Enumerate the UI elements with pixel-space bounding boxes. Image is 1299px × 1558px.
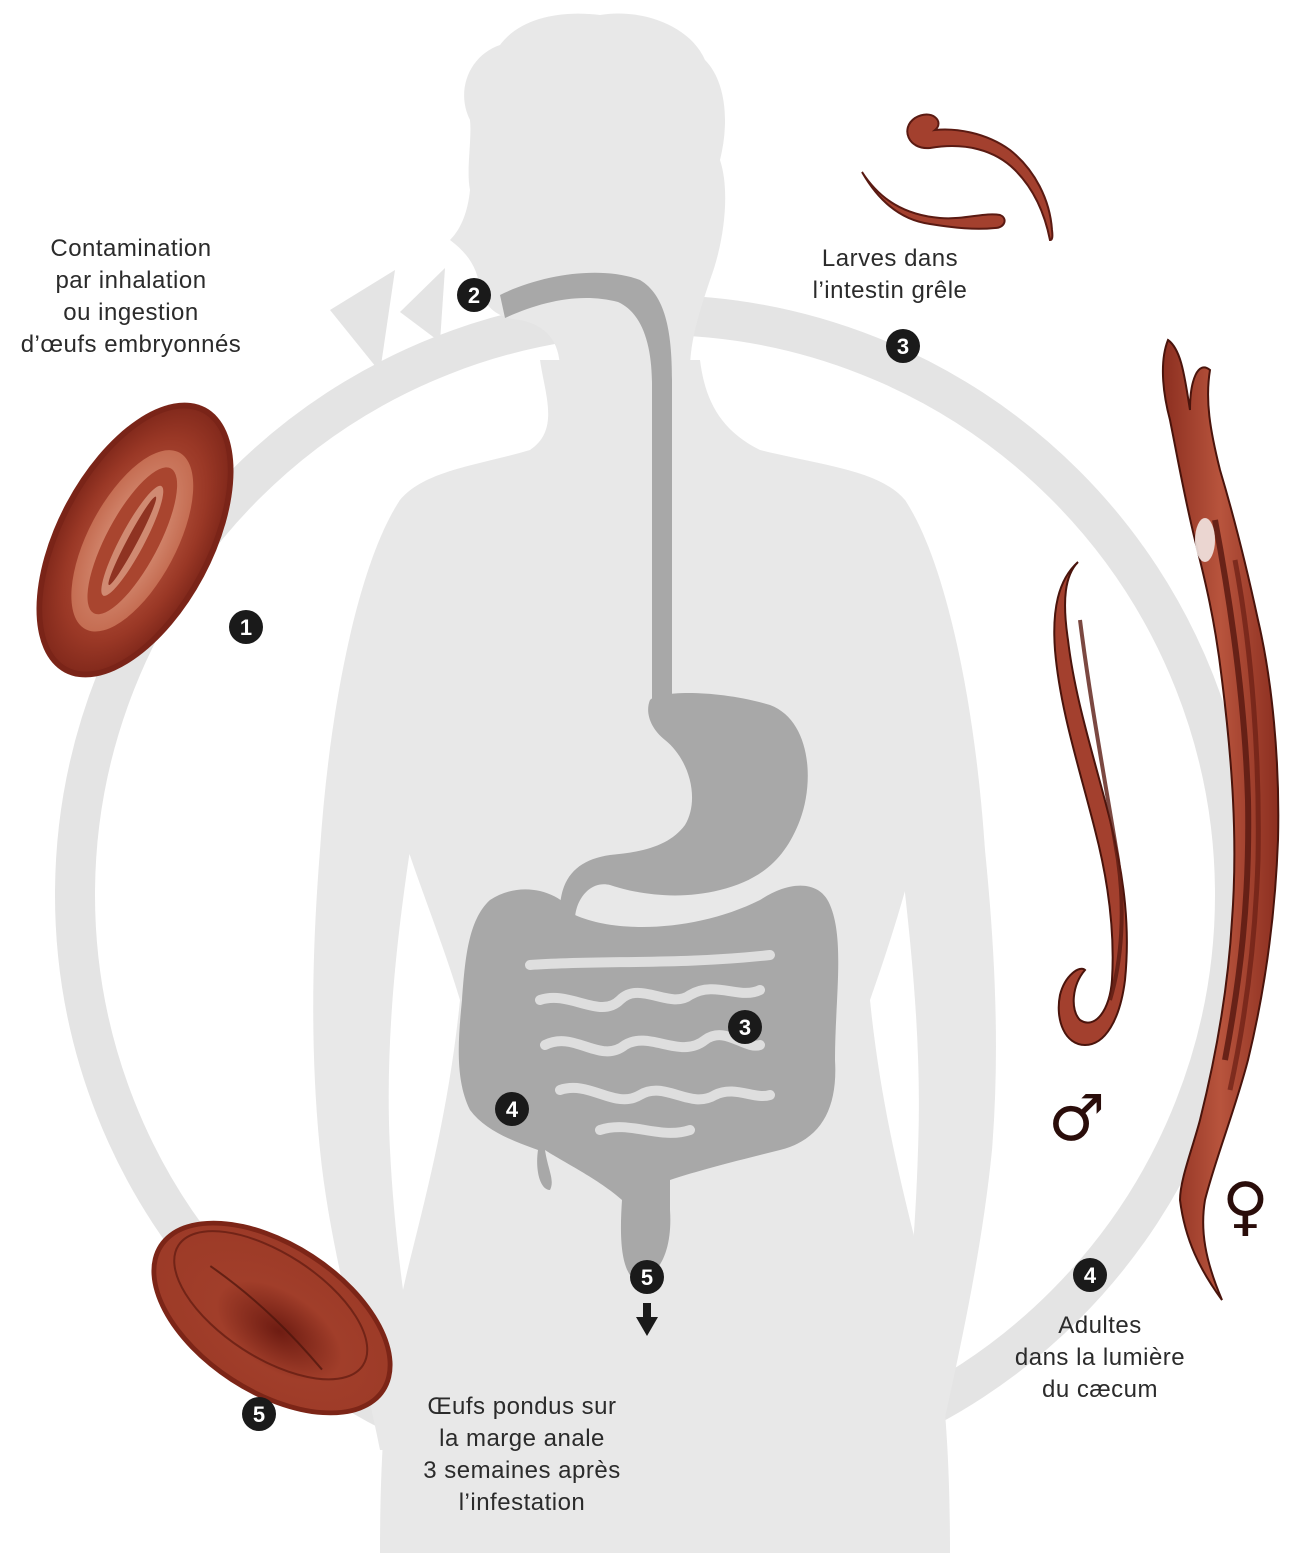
male-symbol-icon: ♂: [1048, 1082, 1105, 1156]
body-badge-5: 5: [630, 1260, 664, 1294]
step-badge-1: 1: [229, 610, 263, 644]
svg-text:5: 5: [641, 1265, 653, 1290]
svg-text:4: 4: [506, 1097, 519, 1122]
label-adultes: Adultes dans la lumière du cæcum: [1014, 1312, 1186, 1403]
svg-text:4: 4: [1084, 1263, 1097, 1288]
body-badge-3: 3: [728, 1010, 762, 1044]
svg-text:1: 1: [240, 615, 252, 640]
step-badge-2: 2: [457, 278, 491, 312]
step-badge-3: 3: [886, 329, 920, 363]
larvae: [861, 113, 1054, 242]
adult-female-worm: [1161, 338, 1280, 1301]
cycle-arrow-head-2: [400, 268, 445, 342]
svg-text:3: 3: [739, 1015, 751, 1040]
body-badge-4: 4: [495, 1092, 529, 1126]
label-oeufs: Œufs pondus sur la marge anale 3 semaine…: [423, 1393, 621, 1516]
svg-text:3: 3: [897, 334, 909, 359]
step-badge-4: 4: [1073, 1258, 1107, 1292]
female-symbol-icon: ♀: [1222, 1170, 1269, 1244]
laid-egg: [151, 1220, 393, 1416]
intestine-folds: [525, 950, 775, 1138]
step-badge-5: 5: [242, 1397, 276, 1431]
label-contamination: Contamination par inhalation ou ingestio…: [20, 235, 242, 358]
cycle-arrow-head-1: [330, 270, 395, 372]
svg-text:5: 5: [253, 1402, 265, 1427]
digestive-tract: [458, 272, 839, 1275]
down-arrow-icon: [636, 1303, 658, 1336]
svg-text:2: 2: [468, 283, 480, 308]
adult-male-worm: [1053, 561, 1128, 1047]
label-larves: Larves dans l’intestin grêle: [812, 245, 968, 304]
embryonated-egg: [36, 402, 234, 678]
